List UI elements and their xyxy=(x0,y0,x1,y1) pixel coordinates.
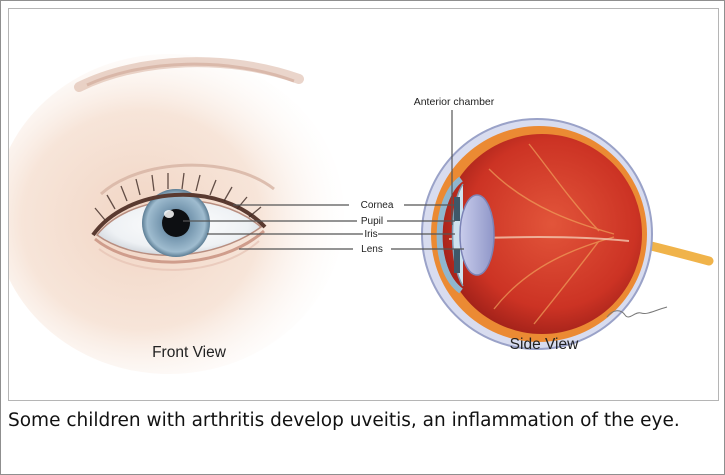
figure-box: Anterior chamber Cornea Pupil Iris Lens … xyxy=(8,8,719,401)
label-anterior-chamber: Anterior chamber xyxy=(414,96,495,108)
label-lens: Lens xyxy=(361,244,383,255)
eye-anatomy-illustration: Anterior chamber Cornea Pupil Iris Lens … xyxy=(9,9,718,400)
lens-side xyxy=(460,195,494,275)
front-view-eye xyxy=(9,54,344,374)
front-view-title: Front View xyxy=(152,344,227,361)
figure-caption: Some children with arthritis develop uve… xyxy=(8,408,708,434)
label-cornea: Cornea xyxy=(361,200,394,211)
label-pupil: Pupil xyxy=(361,216,383,227)
label-iris: Iris xyxy=(364,229,377,240)
side-view-eye xyxy=(422,119,709,349)
side-view-title: Side View xyxy=(510,336,579,353)
